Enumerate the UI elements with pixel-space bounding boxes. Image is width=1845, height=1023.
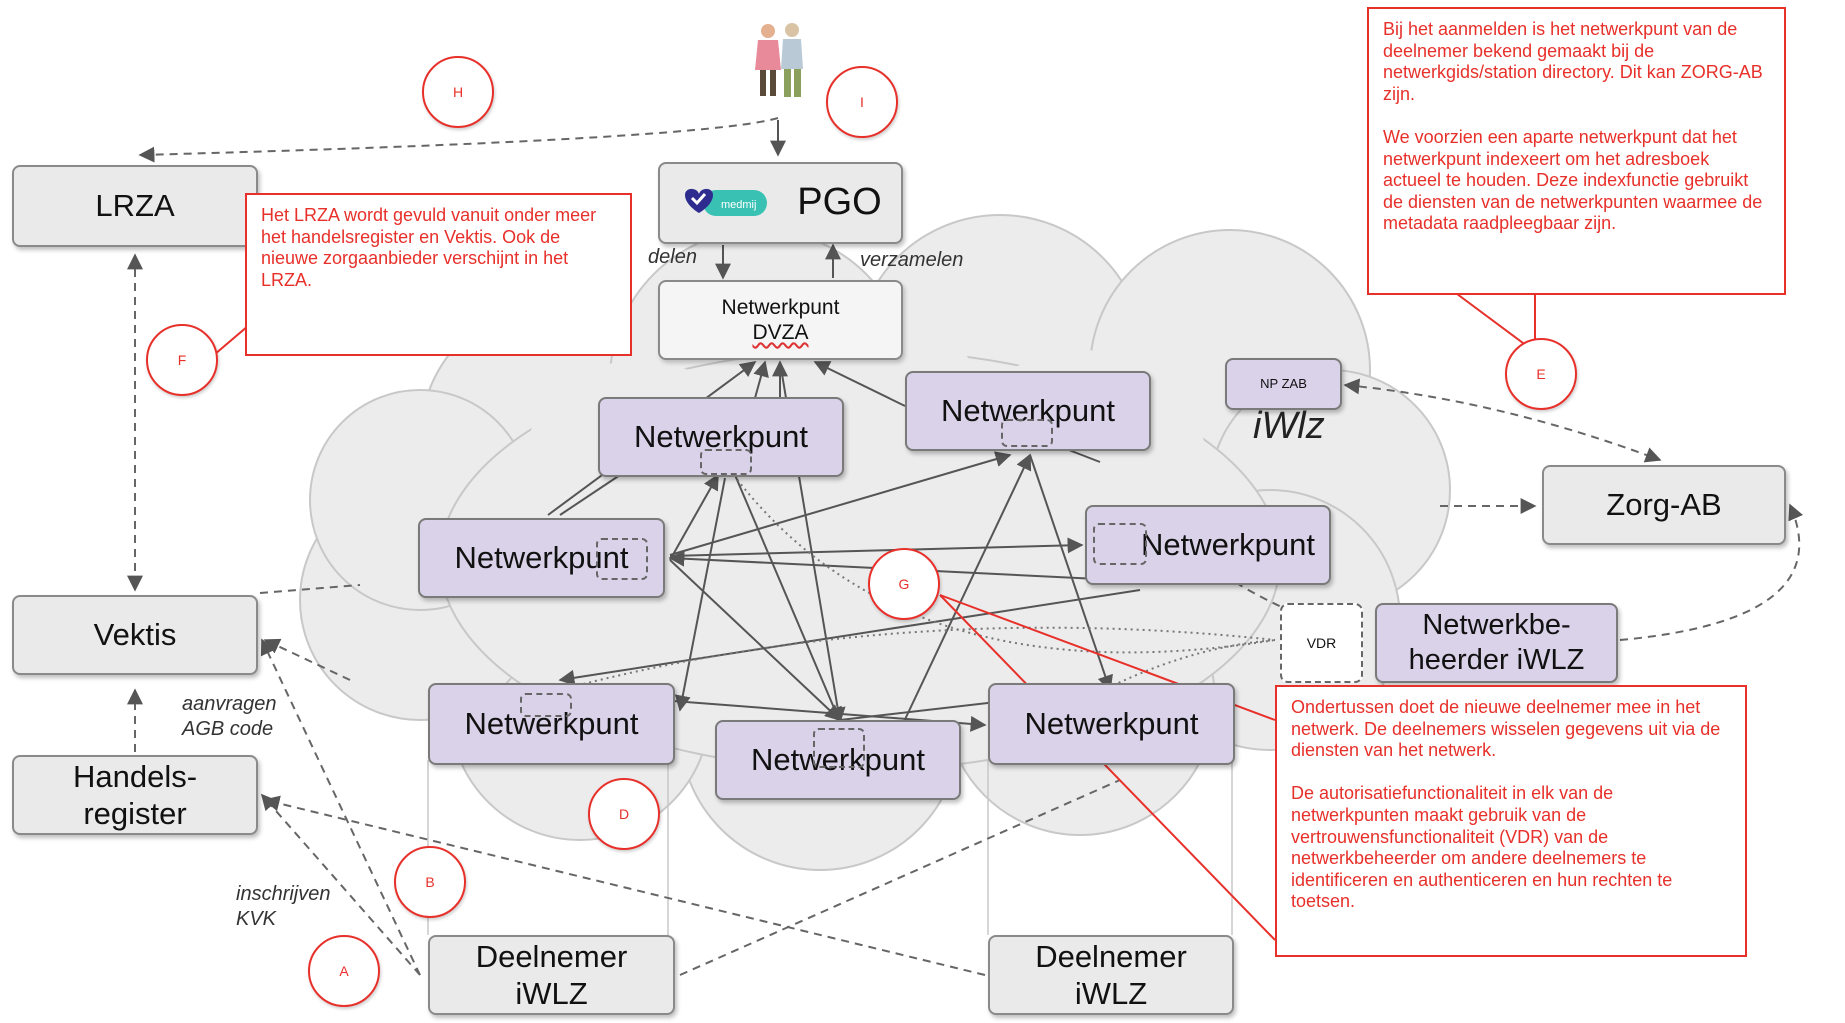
marker-e: E <box>1505 338 1577 410</box>
aanvragen-agb-label: aanvragen AGB code <box>182 693 277 740</box>
handelsregister-label: Handels- register <box>72 758 198 831</box>
vektis-node: Vektis <box>12 595 258 675</box>
deelnemer-label-1: Deelnemer iWLZ <box>475 938 628 1011</box>
service-port <box>596 538 648 580</box>
netwerkpunt-label-2: Netwerkpunt <box>940 393 1116 429</box>
svg-text:medmij: medmij <box>721 199 756 211</box>
np-zab-node: NP ZAB <box>1225 358 1342 410</box>
pgo-node: medmij PGO <box>658 162 903 244</box>
marker-d: D <box>588 778 660 850</box>
netwerkpunt-node-6: Netwerkpunt <box>715 720 961 800</box>
netwerkpunt-dvza-label-2: DVZA <box>752 321 809 344</box>
netwerkpunt-node-4: Netwerkpunt <box>1085 505 1331 585</box>
netwerkpunt-dvza-label-1: Netwerkpunt <box>721 295 840 319</box>
netwerkbeheerder-label: Netwerkbe- heerder iWLZ <box>1408 609 1585 676</box>
service-port <box>520 693 572 717</box>
netwerkpunt-dvza-node: Netwerkpunt DVZA <box>658 280 903 360</box>
iwlz-label: iWlz <box>1253 405 1325 447</box>
netwerkpunt-node-3: Netwerkpunt <box>418 518 665 598</box>
vdr-label: VDR <box>1306 634 1337 651</box>
netwerkpunt-node-7: Netwerkpunt <box>988 683 1235 765</box>
vektis-label: Vektis <box>93 617 177 653</box>
netwerkpunt-node-1: Netwerkpunt <box>598 397 844 477</box>
netwerkpunt-node-5: Netwerkpunt <box>428 683 675 765</box>
marker-a: A <box>308 935 380 1007</box>
netwerkpunt-label-1: Netwerkpunt <box>633 419 809 455</box>
lrza-node: LRZA <box>12 165 258 247</box>
lrza-note: Het LRZA wordt gevuld vanuit onder meer … <box>245 193 632 356</box>
netwerkpunt-label-4: Netwerkpunt <box>1140 527 1316 563</box>
service-port <box>1001 419 1053 447</box>
marker-i: I <box>826 66 898 138</box>
zorg-ab-node: Zorg-AB <box>1542 465 1786 545</box>
vdr-node: VDR <box>1280 603 1363 683</box>
netwerkpunt-label-7: Netwerkpunt <box>1024 706 1199 742</box>
service-port <box>700 449 752 475</box>
handelsregister-node: Handels- register <box>12 755 258 835</box>
deelnemer-node-1: Deelnemer iWLZ <box>428 935 675 1015</box>
aanmelden-note: Bij het aanmelden is het netwerkpunt van… <box>1367 7 1786 295</box>
medmij-logo-icon: medmij <box>685 188 768 216</box>
marker-h: H <box>422 56 494 128</box>
deelnemer-label-2: Deelnemer iWLZ <box>1035 938 1187 1011</box>
delen-label: delen <box>648 246 697 268</box>
marker-b: B <box>394 846 466 918</box>
pgo-label: PGO <box>797 181 882 224</box>
verzamelen-label: verzamelen <box>860 249 964 271</box>
marker-g: G <box>868 548 940 620</box>
service-port <box>813 728 865 768</box>
netwerkpunt-label-3: Netwerkpunt <box>454 540 629 576</box>
netwerkpunt-node-2: Netwerkpunt <box>905 371 1151 451</box>
netwerkpunt-label-6: Netwerkpunt <box>750 742 926 778</box>
netwerkpunt-label-5: Netwerkpunt <box>464 706 639 742</box>
dotted-lines <box>559 469 1276 741</box>
marker-f: F <box>146 324 218 396</box>
netwerkbeheerder-node: Netwerkbe- heerder iWLZ <box>1375 603 1618 683</box>
deelnemer-note: Ondertussen doet de nieuwe deelnemer mee… <box>1275 685 1747 957</box>
np-zab-label: NP ZAB <box>1260 376 1307 392</box>
lrza-label: LRZA <box>95 188 175 224</box>
zorg-ab-label: Zorg-AB <box>1606 487 1722 523</box>
elderly-couple-icon <box>755 23 803 97</box>
service-port <box>1093 523 1147 565</box>
deelnemer-node-2: Deelnemer iWLZ <box>988 935 1234 1015</box>
inschrijven-kvk-label: inschrijven KVK <box>236 883 331 930</box>
